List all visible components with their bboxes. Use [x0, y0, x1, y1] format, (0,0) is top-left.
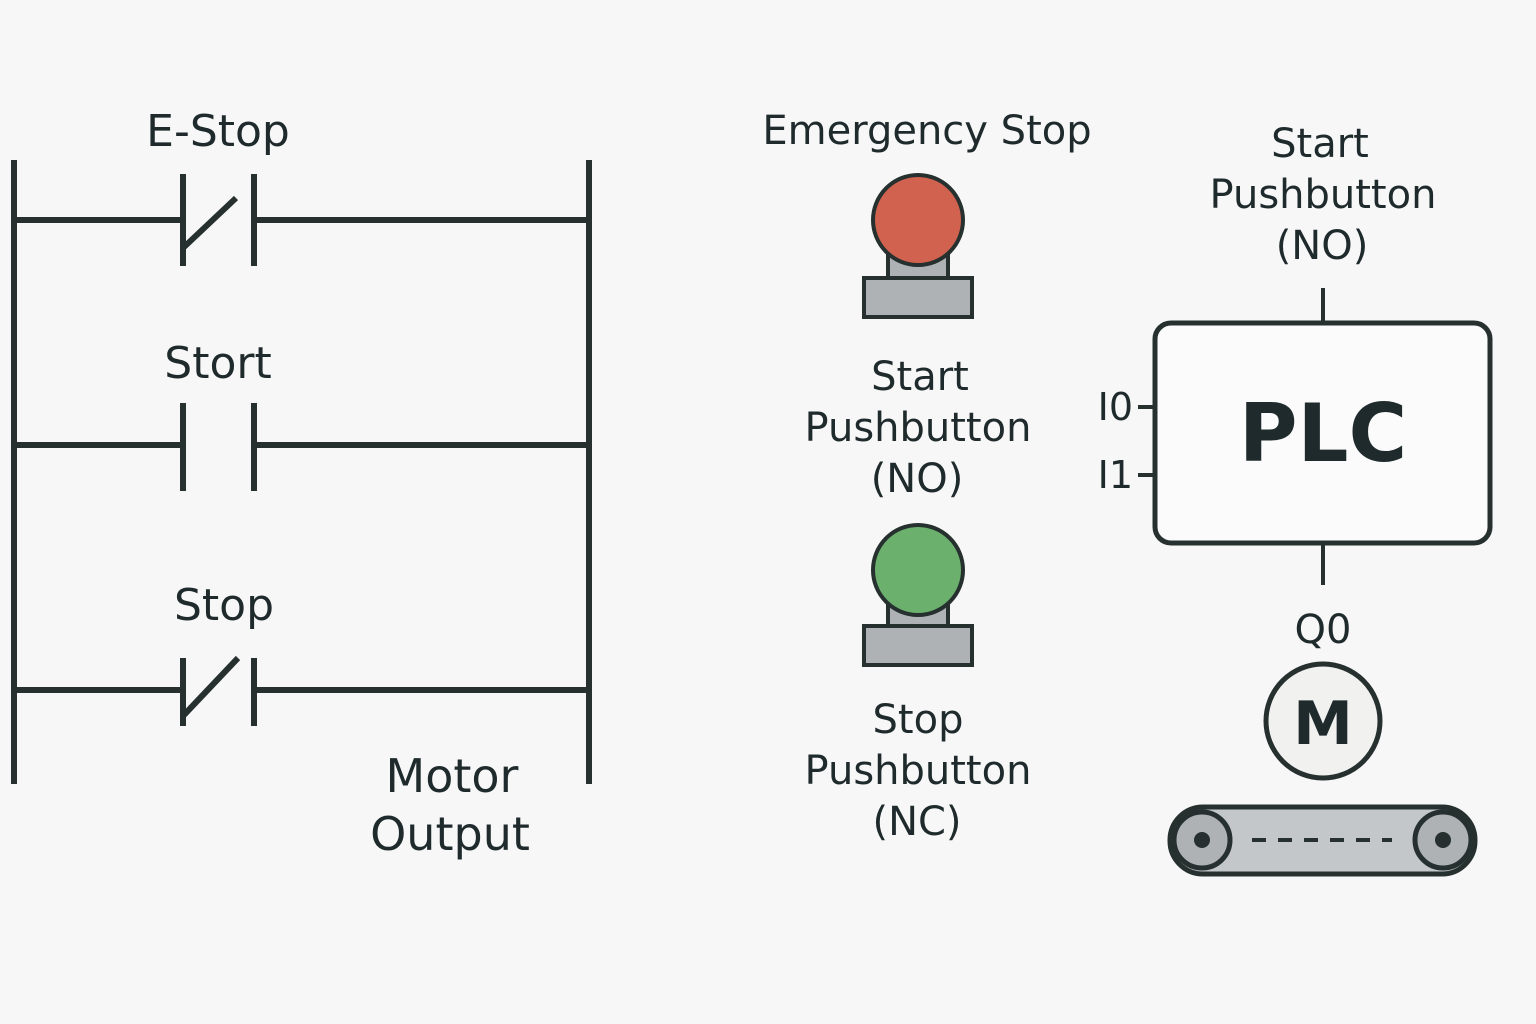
rung-stop: Stop — [14, 580, 589, 726]
plc-output-q0: Q0 — [1295, 607, 1352, 653]
plc-top-label-line2: Pushbutton — [1210, 172, 1437, 218]
plc-block: Start Pushbutton (NO) PLC I0 I1 Q0 M — [1098, 121, 1493, 877]
rung-label-estop: E-Stop — [146, 106, 290, 157]
rung-estop: E-Stop — [14, 106, 589, 266]
ladder-diagram: E-Stop Stort Stop Motor Output — [11, 106, 592, 861]
emergency-stop-button-icon — [862, 173, 974, 319]
plc-title: PLC — [1239, 387, 1407, 480]
rung-label-stop: Stop — [174, 580, 274, 631]
nc-contact-slash — [180, 195, 239, 251]
start-pushbutton-label-line1: Start — [871, 354, 969, 400]
plc-input-i0: I0 — [1098, 385, 1133, 429]
motor-symbol: M — [1293, 689, 1353, 759]
start-pushbutton-label-line3: (NO) — [871, 456, 964, 502]
plc-top-label-line3: (NO) — [1276, 223, 1369, 269]
stop-pushbutton-label-line2: Pushbutton — [805, 748, 1032, 794]
plc-input-i1: I1 — [1098, 453, 1133, 497]
nc-contact-slash — [180, 655, 241, 719]
rung-start: Stort — [14, 338, 589, 491]
stop-pushbutton-label-line1: Stop — [873, 697, 964, 743]
motor-output-label-line2: Output — [370, 807, 530, 861]
motor-output-label-line1: Motor — [386, 749, 519, 803]
rung-label-start: Stort — [164, 338, 271, 389]
motor-icon: M — [1263, 661, 1383, 781]
conveyor-belt-icon — [1167, 804, 1478, 877]
plc-top-label-line1: Start — [1271, 121, 1369, 167]
emergency-stop-title: Emergency Stop — [762, 108, 1091, 154]
start-pushbutton-icon — [862, 523, 974, 667]
start-pushbutton-label-line2: Pushbutton — [805, 405, 1032, 451]
field-devices: Emergency Stop Start Pushbutton (NO) Sto… — [762, 108, 1091, 845]
stop-pushbutton-label-line3: (NC) — [872, 799, 961, 845]
